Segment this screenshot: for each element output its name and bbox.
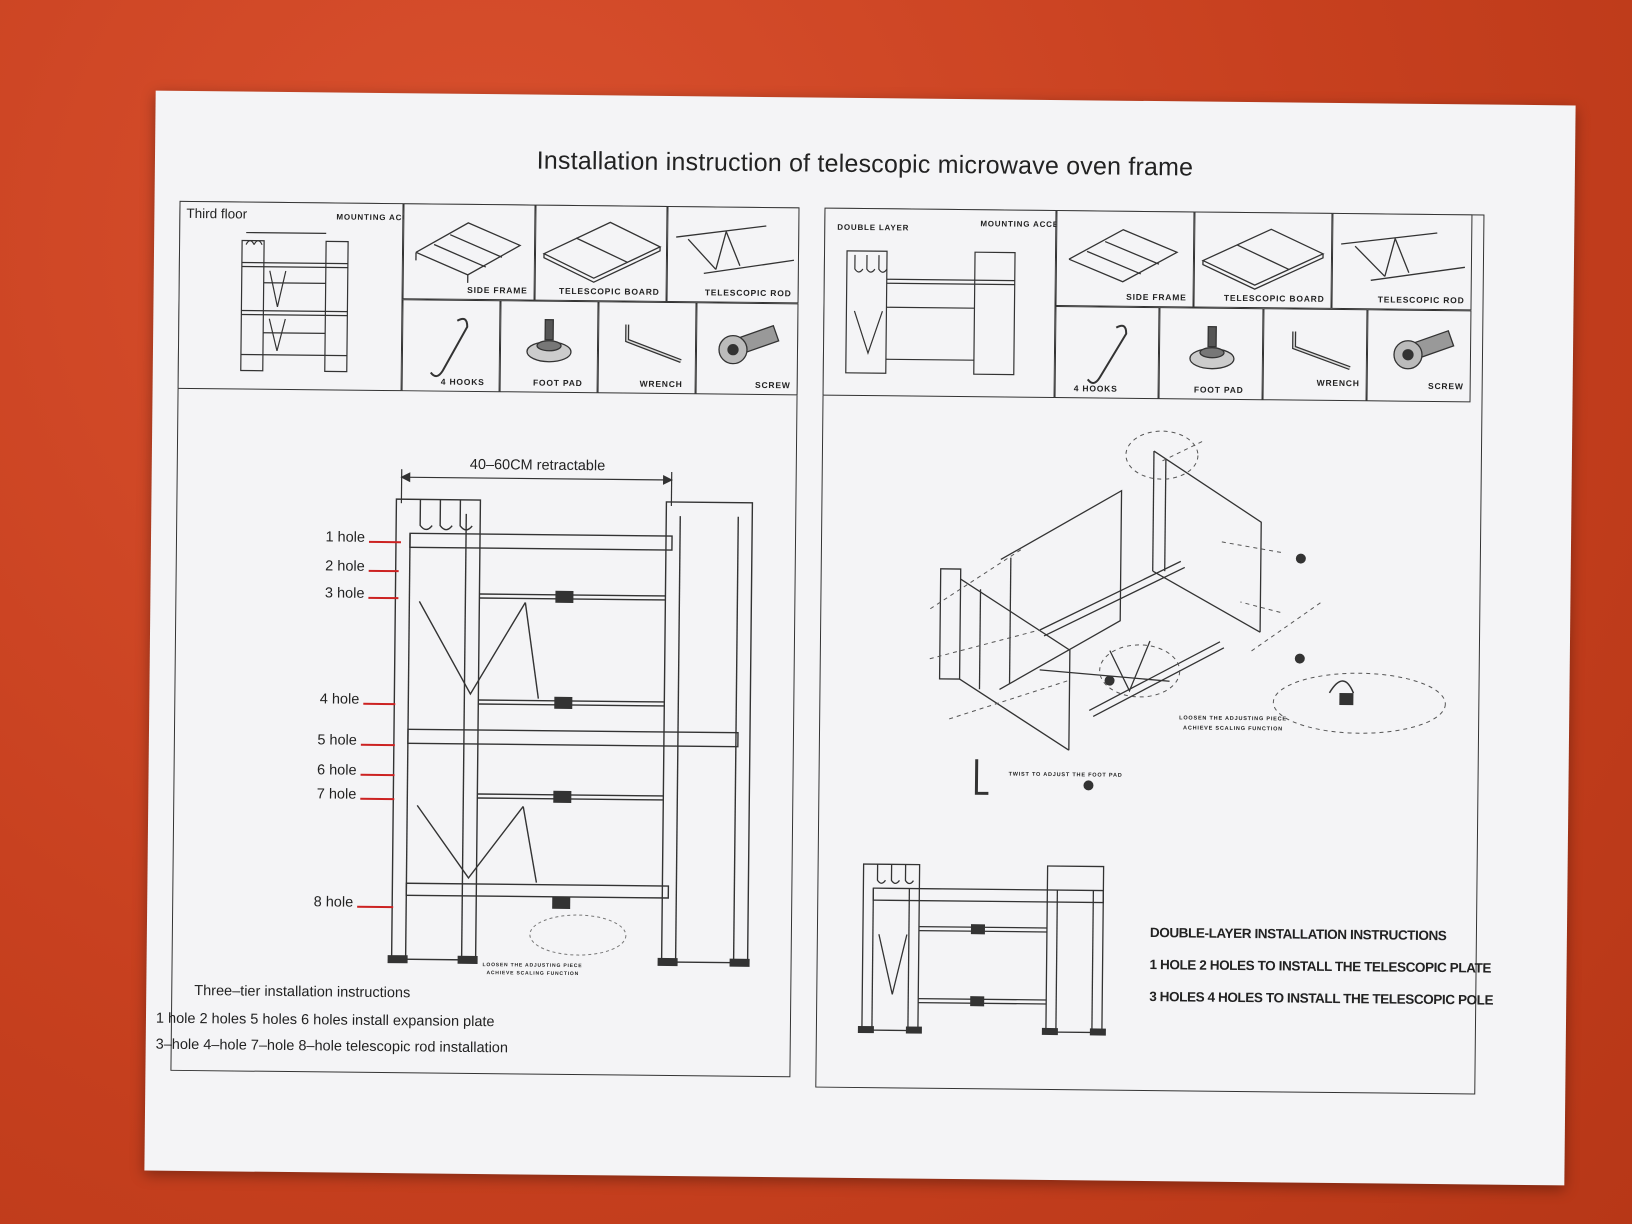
hole-label-3: 3 hole <box>324 585 365 602</box>
foot-pad-icon <box>501 301 600 394</box>
foot-pad-note: TWIST TO ADJUST THE FOOT PAD <box>1008 771 1123 779</box>
double-layer-rack-diagram <box>857 858 1106 1036</box>
right-instructions-title: DOUBLE-LAYER INSTALLATION INSTRUCTIONS <box>1149 925 1447 944</box>
screw-icon <box>697 303 800 396</box>
left-telescopic-rod-label: TELESCOPIC ROD <box>704 287 792 299</box>
hole-label-6: 6 hole <box>316 762 357 779</box>
right-telescopic-board-label: TELESCOPIC BOARD <box>1223 292 1325 304</box>
right-screw-cell: SCREW <box>1366 309 1472 403</box>
wrench-icon <box>1264 309 1369 402</box>
left-telescopic-rod-cell: TELESCOPIC ROD <box>666 205 800 304</box>
right-telescopic-rod-cell: TELESCOPIC ROD <box>1331 212 1473 311</box>
hole-label-7: 7 hole <box>316 786 357 803</box>
left-hooks-cell: 4 HOOKS <box>401 299 502 393</box>
hole-label-5: 5 hole <box>317 732 357 749</box>
right-telescopic-rod-label: TELESCOPIC ROD <box>1377 294 1465 306</box>
right-model-cell: DOUBLE LAYER <box>822 207 1058 399</box>
right-side-frame-label: SIDE FRAME <box>1126 291 1187 303</box>
instruction-sheet: Installation instruction of telescopic m… <box>144 90 1576 1186</box>
left-loosen-note-2: ACHIEVE SCALING FUNCTION <box>486 970 580 978</box>
side-frame-icon <box>1056 211 1195 308</box>
right-hooks-label: 4 HOOKS <box>1073 383 1118 394</box>
left-screw-label: SCREW <box>754 379 791 391</box>
left-side-frame-cell: SIDE FRAME <box>402 203 537 301</box>
hole-label-8: 8 hole <box>313 894 354 911</box>
left-wrench-label: WRENCH <box>639 378 683 390</box>
right-side-frame-cell: SIDE FRAME <box>1055 210 1195 308</box>
right-hooks-cell: 4 HOOKS <box>1054 306 1161 400</box>
exploded-assembly-diagram <box>918 429 1442 814</box>
document-title: Installation instruction of telescopic m… <box>536 146 1194 182</box>
right-screw-label: SCREW <box>1427 380 1464 392</box>
telescopic-rod-icon <box>667 207 800 304</box>
telescopic-board-icon <box>1201 228 1325 309</box>
hole-pointer-2 <box>368 569 399 572</box>
screw-icon <box>1367 310 1472 403</box>
hole-pointer-1 <box>368 540 401 543</box>
right-foot-pad-cell: FOOT PAD <box>1158 307 1265 401</box>
left-telescopic-board-label: TELESCOPIC BOARD <box>558 285 660 297</box>
hole-label-1: 1 hole <box>325 529 366 546</box>
side-frame-icon <box>404 204 537 301</box>
right-wrench-cell: WRENCH <box>1262 308 1369 402</box>
hole-label-2: 2 hole <box>325 558 365 575</box>
left-foot-pad-label: FOOT PAD <box>532 377 583 389</box>
right-loosen-note-1: LOOSEN THE ADJUSTING PIECE <box>1179 715 1287 723</box>
foot-pad-icon <box>1160 308 1265 401</box>
dimension-arrow <box>400 461 673 507</box>
hook-icon <box>1056 307 1161 400</box>
telescopic-rod-icon <box>1332 214 1473 311</box>
left-side-frame-label: SIDE FRAME <box>467 284 528 296</box>
left-screw-cell: SCREW <box>695 302 800 396</box>
hole-label-4: 4 hole <box>319 691 360 708</box>
right-wrench-label: WRENCH <box>1316 377 1360 389</box>
hole-pointer-4 <box>363 702 396 705</box>
three-tier-rack-thumbnail <box>179 202 405 392</box>
telescopic-board-icon <box>542 221 662 303</box>
right-telescopic-board-cell: TELESCOPIC BOARD <box>1193 211 1333 309</box>
left-instructions-title: Three–tier installation instructions <box>194 983 411 1002</box>
right-foot-pad-label: FOOT PAD <box>1193 384 1244 396</box>
left-wrench-cell: WRENCH <box>597 301 698 395</box>
hole-pointer-3 <box>368 596 399 599</box>
double-layer-rack-thumbnail <box>824 209 1058 399</box>
left-telescopic-board-cell: TELESCOPIC BOARD <box>534 204 668 303</box>
hook-icon <box>403 300 502 393</box>
left-loosen-note-1: LOOSEN THE ADJUSTING PIECE <box>482 962 583 970</box>
wrench-icon <box>599 302 698 395</box>
right-loosen-note-2: ACHIEVE SCALING FUNCTION <box>1183 725 1283 733</box>
left-foot-pad-cell: FOOT PAD <box>499 300 600 394</box>
left-hooks-label: 4 HOOKS <box>440 376 485 388</box>
left-model-cell: Third floor <box>177 200 405 392</box>
three-tier-rack-diagram <box>387 493 776 967</box>
